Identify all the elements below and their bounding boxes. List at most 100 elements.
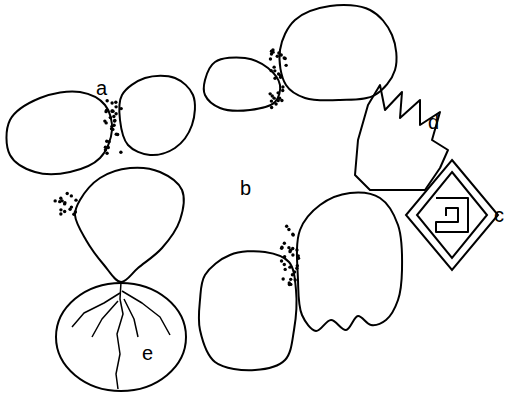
stipple-dot [270,99,273,102]
grain-outline [199,251,297,370]
crack-line [72,293,120,327]
stipple-dot [269,57,272,60]
grain-shape [54,279,188,393]
stipple-dot [276,91,279,94]
stipple-dot [295,248,298,251]
grain-outline [297,193,402,331]
stipple-dot [288,283,291,286]
figure-letter: d [428,112,439,132]
stipple-dot [105,151,108,154]
stipple-dot [112,115,115,118]
stipple-dot [111,110,114,113]
grain-outline [204,57,280,110]
stipple-dot [104,148,107,151]
stipple-dot [68,208,71,211]
stipple-dot [272,96,275,99]
stipple-dot [273,77,276,80]
figure-letter: c [494,205,504,225]
stipple-dot [63,210,66,213]
stipple-dot [295,267,298,270]
stipple-dot [65,192,68,195]
diamond-inner [417,172,487,258]
stipple-dot [297,254,300,257]
stipple-dot [291,233,294,236]
stipple-dot [283,57,286,60]
grain-outline [56,283,186,391]
cracked-grain: e [54,279,188,393]
jagged-grain [355,85,448,190]
stipple-dot [74,198,77,201]
stipple-dot [287,228,290,231]
stipple-dot [111,109,114,112]
stipple-dot [278,96,281,99]
stipple-dot [53,199,56,202]
stipple-dot [105,140,108,143]
figure-letter: a [96,78,107,98]
stipple-dot [281,277,284,280]
stipple-dot [283,268,286,271]
stipple-dot [277,72,280,75]
stipple-dot [268,92,271,95]
stipple-dot [105,109,108,112]
stipple-dot [274,102,277,105]
stipple-dot [59,212,62,215]
stipple-dot [293,270,296,273]
stipple-dot [291,233,294,236]
stipple-dot [109,116,112,119]
stipple-dot [291,273,294,276]
stipple-dot [74,210,77,213]
crack-line [116,282,123,389]
stipple-dot [107,146,110,149]
crack-line [124,299,138,337]
stipple-dot [281,89,284,92]
grain-outline [119,76,195,155]
stipple-dot [120,107,123,110]
grain-outline [75,168,184,282]
spiral-mark [436,198,468,232]
stipple-dot [110,109,113,112]
stipple-dot [59,208,62,211]
stipple-dot [281,85,284,88]
stipple-dot [280,247,283,250]
stipple-dot [280,53,283,56]
stipple-dot [114,101,117,104]
stipple-dot [114,112,117,115]
stipple-dot [105,99,108,102]
stipple-dot [289,278,292,281]
stipple-dot [63,201,66,204]
stipple-dot [284,64,287,67]
stipple-dot [283,56,286,59]
stipple-dot [271,48,274,51]
stipple-dot [283,263,286,266]
stipple-dot [273,69,276,72]
stipple-dot [113,119,116,122]
stipple-dot [288,265,291,268]
figure-letter: b [240,178,251,198]
grain-outline [6,91,112,174]
stipple-dot [276,55,279,58]
stipple-dot [288,250,291,253]
stipple-dot [115,133,118,136]
stipple-dot [291,253,294,256]
stipple-dot [112,124,115,127]
stipple-dot [279,76,282,79]
stipple-dot [119,151,122,154]
crack-line [92,301,118,337]
stipple-dot [114,105,117,108]
stipple-dot [283,242,286,245]
stipple-dot [283,255,286,258]
diamond-outer [406,160,498,270]
stipple-dot [280,259,283,262]
stipple-dot [110,101,113,104]
crack-line [122,291,170,335]
stipple-dot [270,52,273,55]
stipple-dot [285,225,288,228]
stipple-dot [58,200,61,203]
stipple-dot [103,119,106,122]
stipple-dot [270,106,273,109]
stipple-dot [110,127,113,130]
stipple-dot [113,119,116,122]
stipple-dot [291,247,294,250]
